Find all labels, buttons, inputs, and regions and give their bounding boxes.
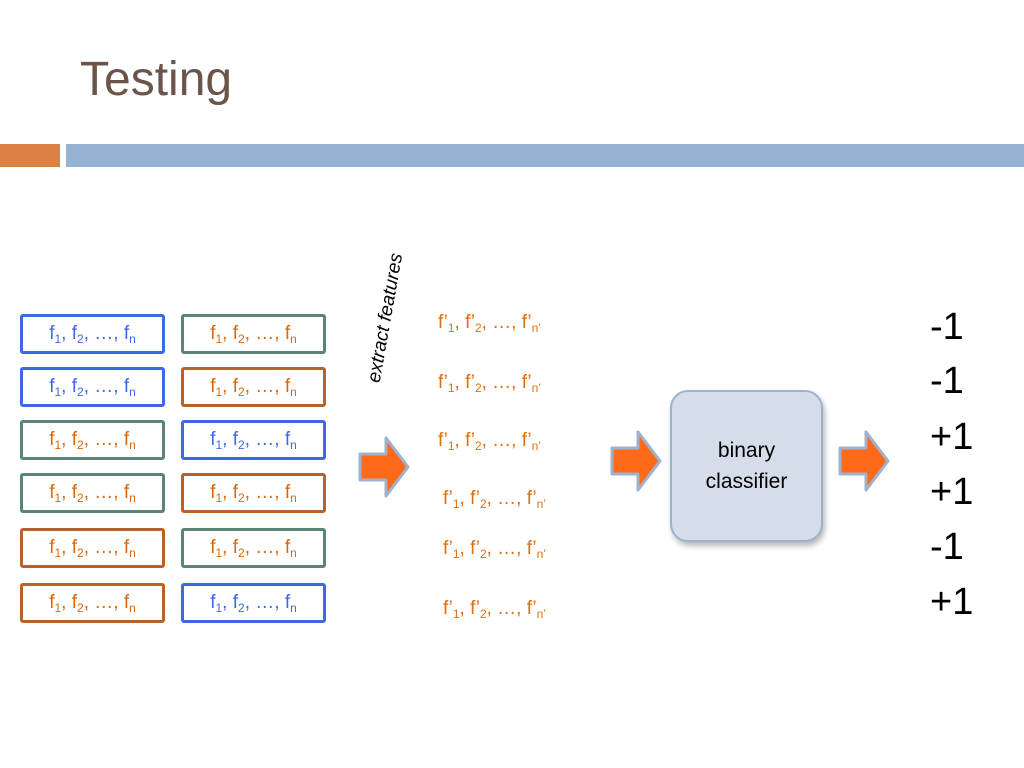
classifier-label-line1: binary bbox=[717, 438, 776, 462]
extract-features-label: extract features bbox=[363, 251, 408, 385]
feature-list-text: f1, f2, …, fn bbox=[49, 428, 136, 452]
feature-box: f1, f2, …, fn bbox=[20, 314, 165, 354]
feature-list-text: f1, f2, …, fn bbox=[49, 322, 136, 346]
feature-vector-text: f’1, f’2, …, f’n’ bbox=[438, 312, 541, 335]
feature-box: f1, f2, …, fn bbox=[181, 473, 326, 513]
feature-box: f1, f2, …, fn bbox=[181, 314, 326, 354]
feature-box: f1, f2, …, fn bbox=[181, 367, 326, 407]
feature-box: f1, f2, …, fn bbox=[181, 583, 326, 623]
output-label: +1 bbox=[930, 471, 974, 513]
feature-box: f1, f2, …, fn bbox=[20, 367, 165, 407]
feature-vector-text: f’1, f’2, …, f’n’ bbox=[443, 488, 546, 511]
arrow-right-icon bbox=[358, 436, 410, 498]
page-title: Testing bbox=[80, 53, 233, 106]
feature-list-text: f1, f2, …, fn bbox=[49, 536, 136, 560]
feature-box: f1, f2, …, fn bbox=[181, 420, 326, 460]
feature-box: f1, f2, …, fn bbox=[181, 528, 326, 568]
feature-list-text: f1, f2, …, fn bbox=[210, 322, 297, 346]
feature-list-text: f1, f2, …, fn bbox=[210, 481, 297, 505]
arrow-right-icon bbox=[610, 430, 662, 492]
feature-list-text: f1, f2, …, fn bbox=[49, 481, 136, 505]
output-label: +1 bbox=[930, 581, 974, 623]
feature-box: f1, f2, …, fn bbox=[20, 583, 165, 623]
classifier-label-line2: classifier bbox=[705, 470, 788, 493]
feature-box: f1, f2, …, fn bbox=[20, 420, 165, 460]
binary-classifier-box: binary classifier bbox=[670, 390, 823, 542]
output-label: -1 bbox=[930, 360, 964, 402]
feature-vector-text: f’1, f’2, …, f’n’ bbox=[438, 430, 541, 453]
feature-list-text: f1, f2, …, fn bbox=[210, 536, 297, 560]
feature-box: f1, f2, …, fn bbox=[20, 473, 165, 513]
header-main-bar bbox=[66, 144, 1024, 167]
arrow-right-icon bbox=[838, 430, 890, 492]
output-label: -1 bbox=[930, 526, 964, 568]
feature-list-text: f1, f2, …, fn bbox=[210, 591, 297, 615]
feature-vector-text: f’1, f’2, …, f’n’ bbox=[438, 372, 541, 395]
feature-box: f1, f2, …, fn bbox=[20, 528, 165, 568]
output-label: -1 bbox=[930, 306, 964, 348]
output-label: +1 bbox=[930, 416, 974, 458]
feature-list-text: f1, f2, …, fn bbox=[210, 375, 297, 399]
feature-vector-text: f’1, f’2, …, f’n’ bbox=[443, 538, 546, 561]
feature-list-text: f1, f2, …, fn bbox=[49, 375, 136, 399]
feature-list-text: f1, f2, …, fn bbox=[210, 428, 297, 452]
feature-list-text: f1, f2, …, fn bbox=[49, 591, 136, 615]
feature-vector-text: f’1, f’2, …, f’n’ bbox=[443, 598, 546, 621]
header-accent-bar bbox=[0, 144, 60, 167]
